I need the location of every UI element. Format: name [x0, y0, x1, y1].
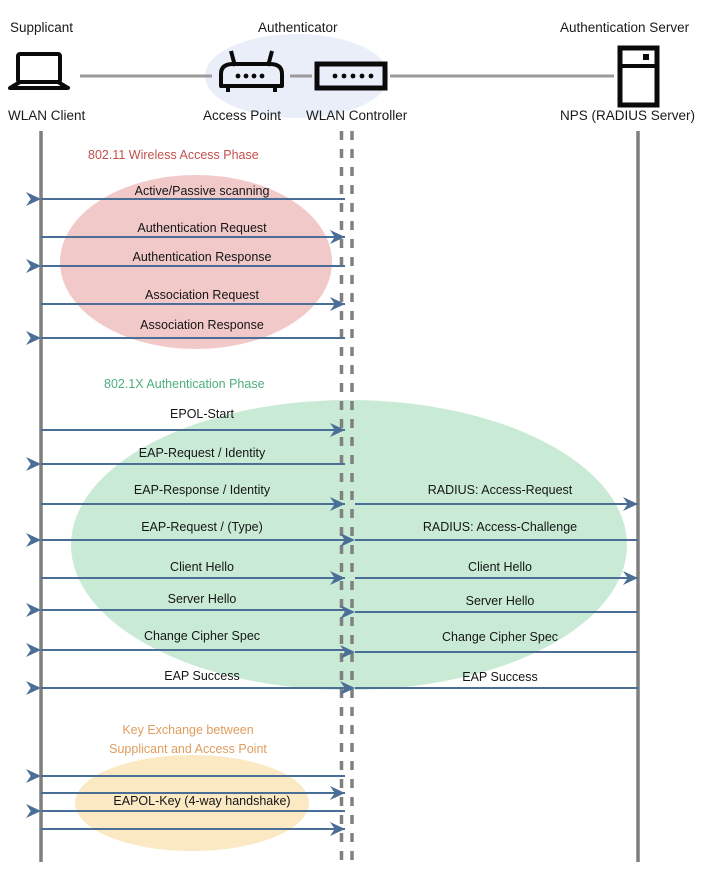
message-label: RADIUS: Access-Request — [427, 483, 573, 497]
message-label: Client Hello — [468, 560, 532, 574]
message-label: EAP Success — [462, 670, 538, 684]
device-label-nps-radius-server: NPS (RADIUS Server) — [560, 108, 696, 123]
phase-title-key-exchange-line1: Key Exchange between — [122, 723, 254, 737]
message-label: EAPOL-Key (4-way handshake) — [113, 794, 291, 808]
message-label: EAP-Response / Identity — [133, 483, 271, 497]
role-label-supplicant: Supplicant — [10, 20, 74, 35]
wireless-access-point-icon — [219, 50, 284, 92]
message-label: Authentication Request — [137, 221, 267, 235]
phase-title-key-exchange-line2: Supplicant and Access Point — [109, 742, 267, 756]
device-label-wlan-controller: WLAN Controller — [306, 108, 408, 123]
phase-title-wireless-access: 802.11 Wireless Access Phase — [88, 148, 259, 162]
message-label: EAP-Request / (Type) — [141, 520, 263, 534]
laptop-icon — [8, 52, 70, 90]
network-controller-icon — [314, 61, 388, 91]
message-label: Active/Passive scanning — [134, 184, 270, 198]
message-label: Server Hello — [167, 592, 237, 606]
role-label-authenticator: Authenticator — [258, 20, 338, 35]
device-label-wlan-client: WLAN Client — [8, 108, 86, 123]
message-label: Authentication Response — [132, 250, 272, 264]
phase-ellipse-wireless-access — [60, 175, 332, 349]
message-label: Association Request — [145, 288, 259, 302]
role-label-auth-server: Authentication Server — [560, 20, 690, 35]
message-label: RADIUS: Access-Challenge — [422, 520, 578, 534]
phase-title-dot1x: 802.1X Authentication Phase — [104, 377, 265, 391]
message-label: EAP-Request / Identity — [138, 446, 266, 460]
phase-ellipse-key-exchange — [75, 755, 309, 851]
message-label: EPOL-Start — [170, 407, 234, 421]
message-label: Client Hello — [170, 560, 234, 574]
server-rack-icon — [617, 45, 660, 108]
message-label: Server Hello — [465, 594, 535, 608]
message-label: EAP Success — [164, 669, 240, 683]
message-label: Change Cipher Spec — [441, 630, 559, 644]
message-label: Association Response — [140, 318, 264, 332]
message-label: Change Cipher Spec — [143, 629, 261, 643]
device-label-access-point: Access Point — [203, 108, 282, 123]
